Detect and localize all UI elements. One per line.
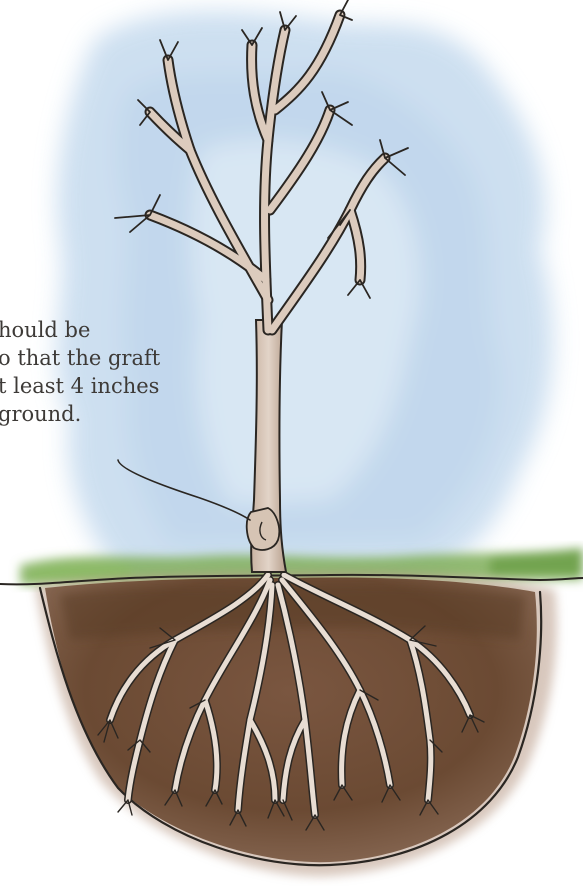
annotation-line-3: t least 4 inches <box>0 372 238 400</box>
soil-hole <box>0 572 583 877</box>
annotation-line-4: ground. <box>0 400 238 428</box>
graft-height-annotation: hould be o that the graft t least 4 inch… <box>0 316 238 428</box>
annotation-line-2: o that the graft <box>0 344 238 372</box>
annotation-line-1: hould be <box>0 316 238 344</box>
